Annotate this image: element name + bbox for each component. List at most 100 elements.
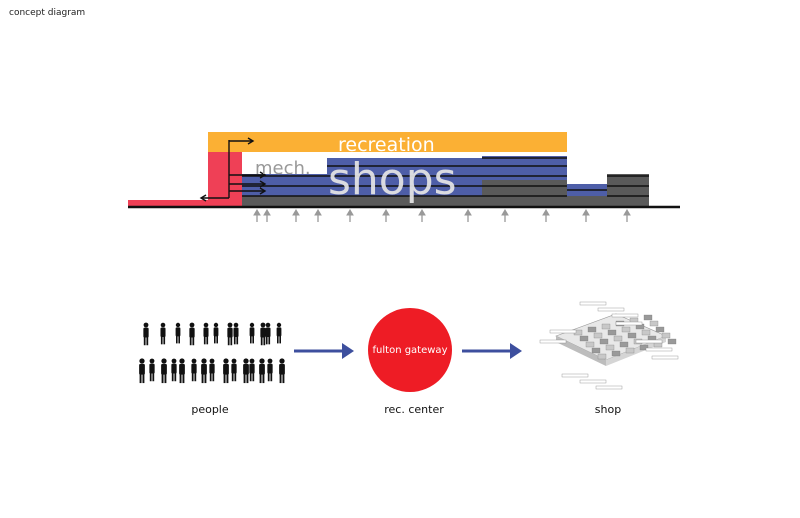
entry-arrowhead-5 — [382, 209, 390, 216]
shop-tag-10 — [595, 385, 623, 390]
shop-block — [619, 341, 629, 348]
shops-label: shops — [328, 154, 457, 205]
circulation-arrows-icon — [199, 137, 267, 202]
shop-block — [585, 341, 595, 348]
shop-block — [613, 335, 623, 342]
person-head — [249, 358, 255, 364]
person-leg — [231, 372, 234, 382]
person-head — [171, 358, 177, 364]
shop-block — [605, 344, 615, 351]
shop-block — [599, 338, 609, 345]
person-head — [161, 358, 167, 364]
person-leg — [265, 335, 268, 345]
person-head — [189, 322, 195, 328]
person-leg — [216, 335, 218, 344]
shop-block — [643, 314, 653, 321]
person-leg — [243, 373, 246, 384]
person-leg — [214, 335, 216, 344]
person-leg — [192, 336, 195, 346]
shop-block — [627, 332, 637, 339]
person-leg — [182, 373, 185, 384]
person-leg — [263, 336, 266, 346]
person-head — [267, 358, 273, 364]
person-leg — [160, 335, 163, 345]
building-section-diagram: recreation mech. shops — [128, 132, 680, 222]
person-leg — [189, 336, 192, 346]
person-head — [260, 322, 266, 328]
person-head — [233, 322, 239, 328]
person-body — [267, 363, 273, 374]
person-leg — [267, 372, 270, 382]
person-leg — [282, 373, 285, 384]
person-body — [179, 363, 185, 375]
entry-arrowhead-8 — [501, 209, 509, 216]
flow-arrow-icon — [462, 343, 522, 359]
person-head — [213, 322, 219, 328]
person-head — [265, 322, 271, 328]
shop-block — [607, 329, 617, 336]
person-body — [191, 363, 197, 374]
person-head — [175, 322, 181, 328]
mech-label: mech. — [255, 158, 311, 179]
shop-tag-2 — [611, 313, 639, 318]
person-head — [160, 322, 166, 328]
shop-block — [587, 326, 597, 333]
person-body — [276, 327, 282, 337]
person-body — [201, 363, 207, 375]
floor-lines — [242, 157, 649, 197]
person-body — [260, 327, 266, 338]
person-head — [201, 358, 207, 364]
person-leg — [161, 373, 164, 384]
shop-tag-3 — [615, 321, 643, 326]
shop-tag-9 — [579, 379, 607, 384]
person-leg — [212, 372, 215, 382]
person-leg — [201, 373, 204, 384]
person-body — [175, 327, 181, 337]
person-body — [279, 363, 285, 375]
entry-arrowhead-7 — [464, 209, 472, 216]
person-leg — [223, 373, 226, 384]
person-body — [160, 327, 166, 337]
base-level — [242, 174, 649, 206]
recreation-label: recreation — [338, 134, 435, 156]
person-body — [243, 363, 249, 375]
person-leg — [246, 373, 249, 384]
person-leg — [179, 373, 182, 384]
person-leg — [163, 335, 166, 345]
person-head — [279, 358, 285, 364]
person-leg — [249, 372, 252, 382]
shop-tag-6 — [635, 339, 663, 344]
person-head — [209, 358, 215, 364]
person-body — [189, 327, 195, 338]
person-leg — [191, 372, 194, 382]
person-leg — [227, 336, 230, 346]
person-body — [233, 327, 239, 337]
person-leg — [164, 373, 167, 384]
shop-tag-1 — [597, 307, 625, 312]
person-leg — [234, 372, 237, 382]
person-leg — [194, 372, 197, 382]
shop-block — [661, 332, 671, 339]
person-leg — [152, 372, 155, 382]
shop-block — [611, 350, 621, 357]
person-head — [259, 358, 265, 364]
shop-tag-8 — [561, 373, 589, 378]
person-head — [231, 358, 237, 364]
person-leg — [149, 372, 152, 382]
shop-block — [621, 326, 631, 333]
person-leg — [252, 335, 254, 344]
person-leg — [146, 336, 149, 346]
person-leg — [209, 372, 212, 382]
person-head — [143, 322, 149, 328]
person-leg — [226, 373, 229, 384]
person-body — [249, 327, 255, 337]
caption-rec-center: rec. center — [384, 403, 444, 416]
person-leg — [236, 335, 239, 345]
shop-tag-11 — [651, 355, 679, 360]
entry-arrowhead-2 — [292, 209, 300, 216]
person-leg — [268, 335, 271, 345]
person-body — [161, 363, 167, 375]
person-head — [149, 358, 155, 364]
shop-block — [641, 329, 651, 336]
